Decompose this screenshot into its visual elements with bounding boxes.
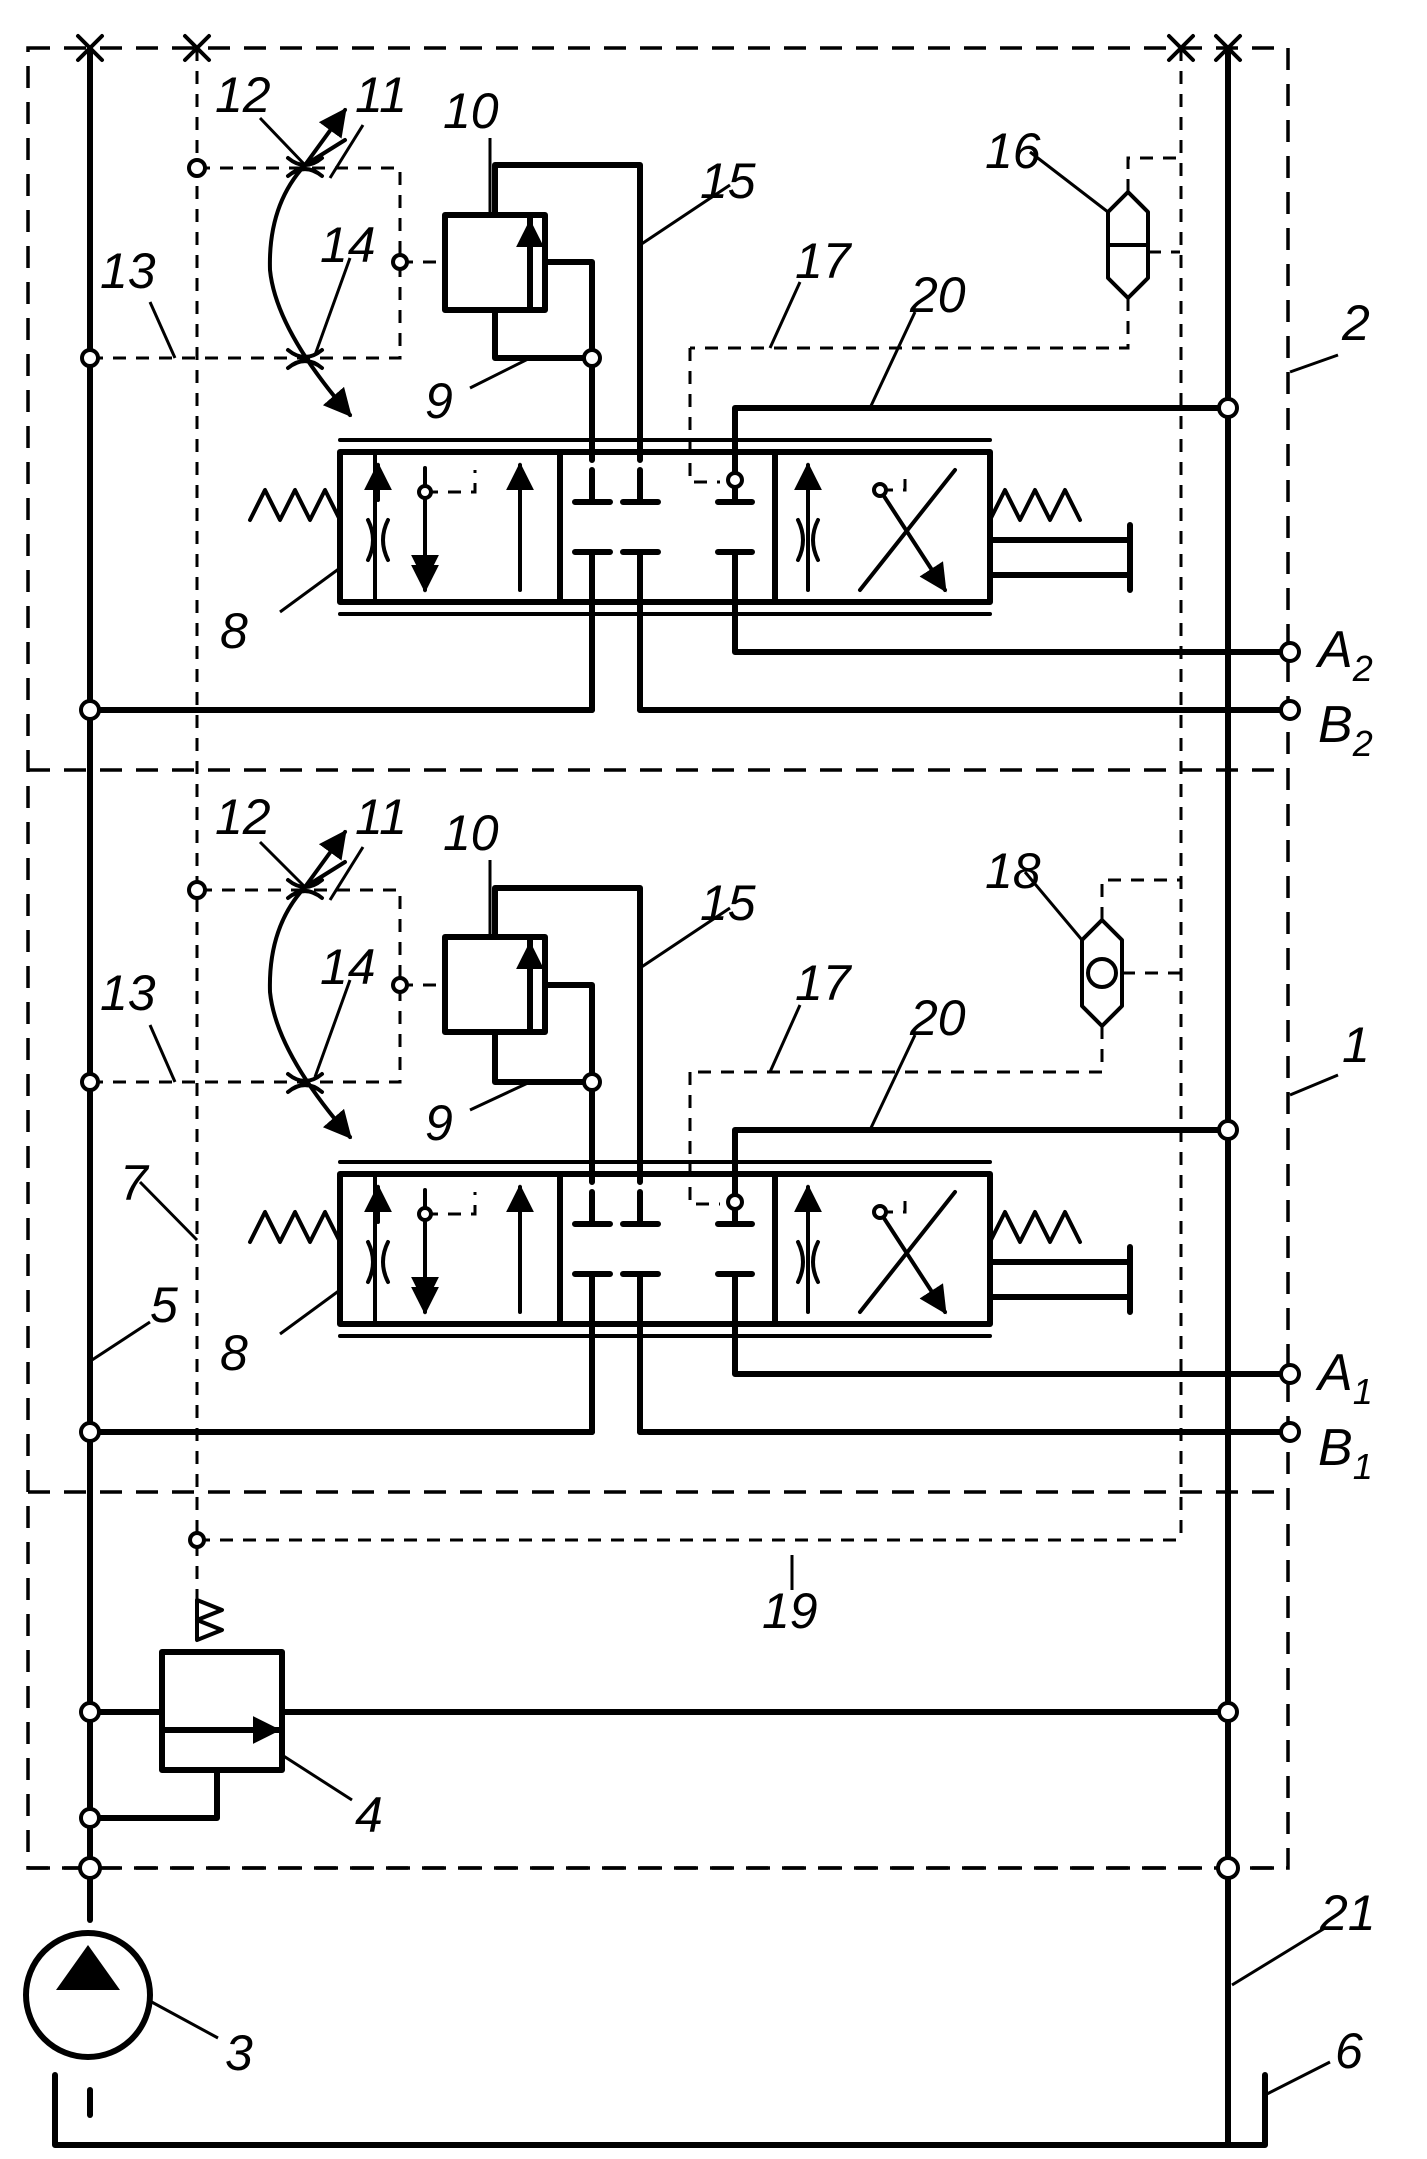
label-5: 5 <box>150 1277 178 1333</box>
label-18: 18 <box>985 843 1041 899</box>
relief-spring <box>197 1600 222 1640</box>
port-a2: A2 <box>1315 621 1373 689</box>
tank-6 <box>55 2075 1265 2145</box>
label-13-top: 13 <box>100 243 156 299</box>
label-17-bottom: 17 <box>795 955 853 1011</box>
section-block-1 <box>81 832 1299 1441</box>
port-b1: B1 <box>1318 1419 1373 1487</box>
label-2: 2 <box>1341 295 1370 351</box>
label-7: 7 <box>120 1155 150 1211</box>
label-3: 3 <box>225 2025 253 2081</box>
label-8-top: 8 <box>220 603 248 659</box>
port-a1: A1 <box>1315 1344 1373 1412</box>
label-10-bottom: 10 <box>443 805 499 861</box>
label-8-bottom: 8 <box>220 1325 248 1381</box>
label-9-bottom: 9 <box>425 1095 453 1151</box>
label-15-top: 15 <box>700 153 756 209</box>
label-14-top: 14 <box>320 217 376 273</box>
label-16: 16 <box>985 123 1041 179</box>
label-11-top: 11 <box>355 67 407 123</box>
label-12-bottom: 12 <box>215 789 271 845</box>
label-14-bottom: 14 <box>320 939 376 995</box>
label-9-top: 9 <box>425 373 453 429</box>
label-4: 4 <box>355 1787 383 1843</box>
label-11-bottom: 11 <box>355 789 407 845</box>
supply-section <box>26 1533 1238 2057</box>
label-17-top: 17 <box>795 233 853 289</box>
part-labels: 12 11 10 15 16 13 14 17 20 2 9 8 12 11 1… <box>100 67 1376 2081</box>
leader-lines <box>92 118 1338 2095</box>
label-12-top: 12 <box>215 67 271 123</box>
label-10-top: 10 <box>443 83 499 139</box>
port-b2: B2 <box>1318 696 1373 764</box>
label-13-bottom: 13 <box>100 965 156 1021</box>
label-21: 21 <box>1319 1885 1376 1941</box>
label-19: 19 <box>762 1583 818 1639</box>
relief-valve-4 <box>162 1652 282 1770</box>
label-6: 6 <box>1335 2023 1363 2079</box>
main-lines <box>55 36 1265 2145</box>
section-block-2 <box>81 110 1299 719</box>
label-20-bottom: 20 <box>909 990 966 1046</box>
label-15-bottom: 15 <box>700 875 756 931</box>
pump-arrow <box>56 1945 120 1990</box>
label-20-top: 20 <box>909 267 966 323</box>
label-1: 1 <box>1342 1017 1370 1073</box>
